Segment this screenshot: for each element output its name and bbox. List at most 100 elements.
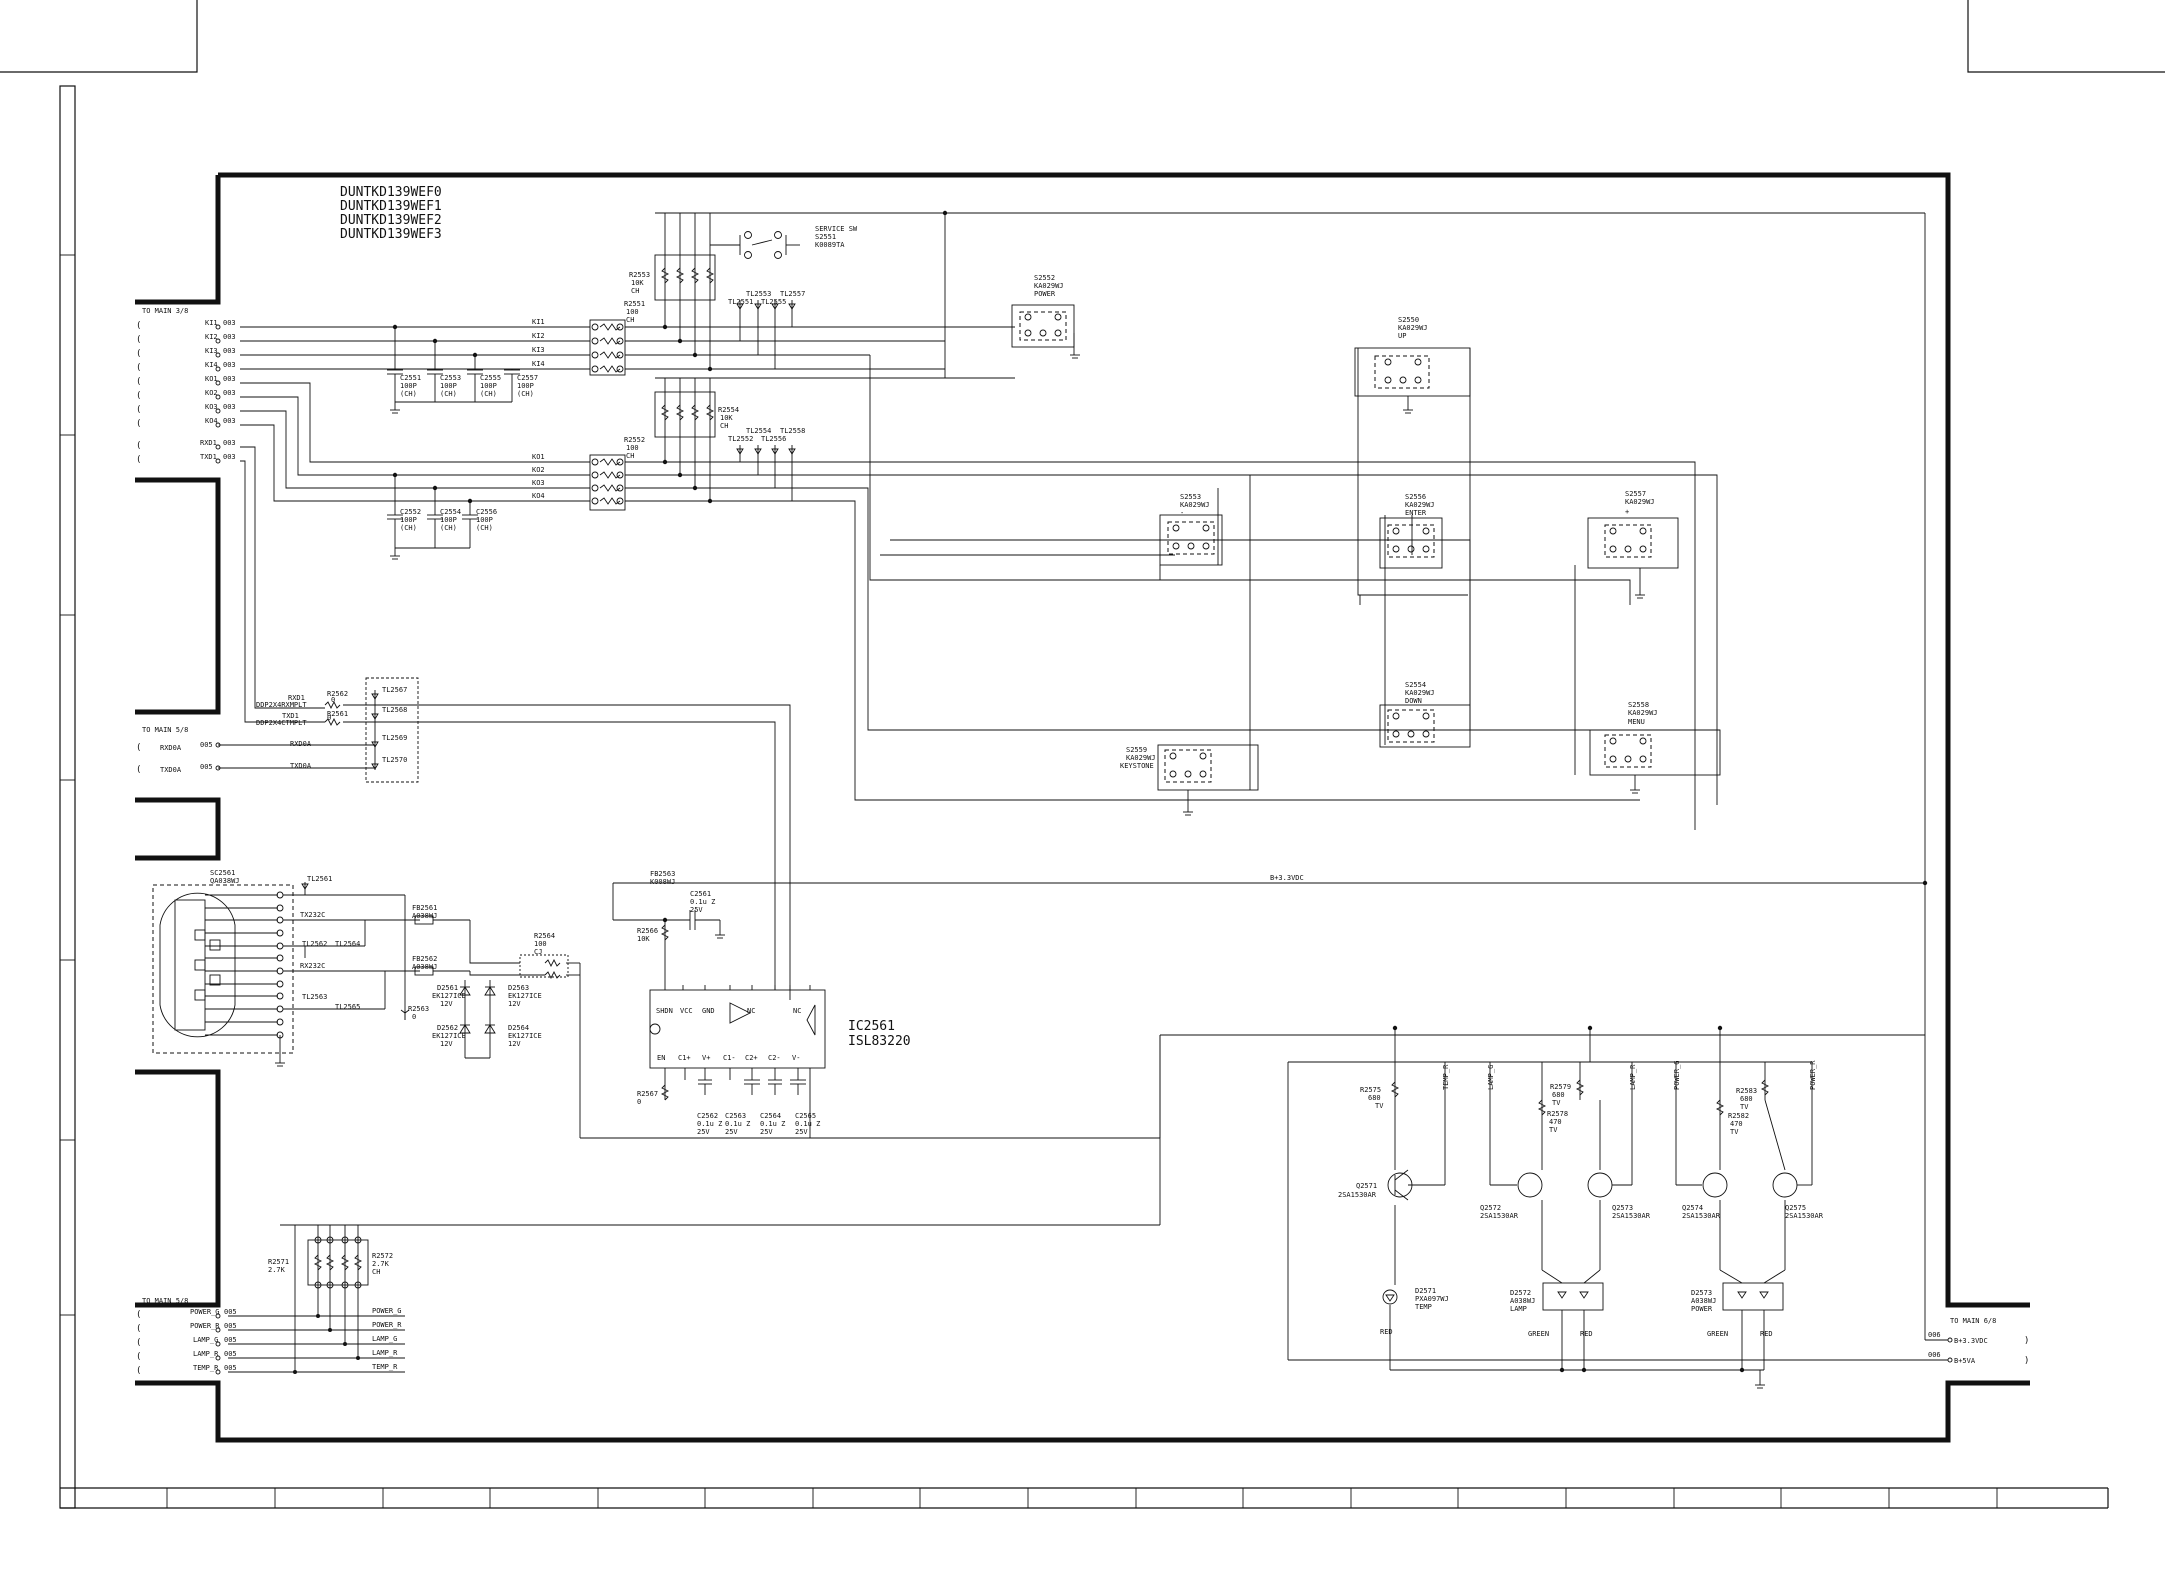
svg-text:(: ( [136,419,141,429]
transistor-part: 2SA1530AR [1785,1212,1824,1220]
net-label: RXD1 [288,694,305,702]
res-tol: TV [1740,1103,1749,1111]
svg-text:(: ( [136,1310,141,1320]
signal-page: 003 [223,439,236,447]
res-value: 10K [720,414,733,422]
led-driver-section: R2575 680 TV R2579 680 TV R2578 470 TV R… [280,1025,1824,1389]
signal-page: 005 [224,1308,237,1316]
net-label: KO4 [532,492,545,500]
res-tol: TV [1549,1126,1558,1134]
led-func: TEMP [1415,1303,1432,1311]
ic-pin-label: EN [657,1054,665,1062]
res-ref: R2575 [1360,1086,1381,1094]
testpoint-label: TL2564 [335,940,360,948]
res-value: 0 [327,714,331,722]
ic-pin-label: C2+ [745,1054,758,1062]
led-part: A038WJ [1510,1297,1535,1305]
led-ref: D2573 [1691,1289,1712,1297]
signal-name: B+5VA [1954,1357,1976,1365]
svg-text:(: ( [136,391,141,401]
cap-ref: C2561 [690,890,711,898]
resistor-pack-r2552: R2554 10K CH R2552 100 CH TL2552 TL2554 … [589,377,1718,830]
title-line-3: DUNTKD139WEF3 [340,227,442,242]
switch-func: DOWN [1405,697,1422,705]
cap-v: 25V [725,1128,738,1136]
testpoint-label: TL2555 [761,298,786,306]
cap-value: 100P [517,382,534,390]
res-value: 470 [1730,1120,1743,1128]
switch-func: + [1625,508,1629,516]
cap-ref: C2553 [440,374,461,382]
svg-text:(: ( [136,1366,141,1376]
svg-text:(: ( [136,1338,141,1348]
switch-part: KA029WJ [1405,689,1435,697]
res-ref: R2571 [268,1258,289,1266]
cap-value: 100P [480,382,497,390]
connector-label: TO MAIN 6/8 [1950,1317,1996,1325]
cap-value: 0.1u Z [760,1120,785,1128]
cap-v: 25V [697,1128,710,1136]
signal-name: LAMP_G [193,1336,218,1344]
transistor-ref: Q2571 [1356,1182,1377,1190]
testpoint-label: TL2568 [382,706,407,714]
led-color: GREEN [1707,1330,1728,1338]
switch-part: KA029WJ [1398,324,1428,332]
led-color: RED [1380,1328,1393,1336]
res-value: 680 [1368,1094,1381,1102]
ic-pin-label: V- [792,1054,800,1062]
net-label: RX232C [300,962,325,970]
switch-part: KA029WJ [1034,282,1064,290]
svg-text:(: ( [136,1324,141,1334]
res-value: 680 [1740,1095,1753,1103]
signal-name: B+3.3VDC [1954,1337,1988,1345]
cap-tol: (CH) [400,524,417,532]
switch-func: POWER [1034,290,1056,298]
transistor-ref: Q2572 [1480,1204,1501,1212]
res-tol: CH [626,316,634,324]
switch-part: KA029WJ [1180,501,1210,509]
transistor-part: 2SA1530AR [1682,1212,1721,1220]
ic-pin-label: VCC [680,1007,693,1015]
service-sw-ref: S2551 [815,233,836,241]
net-label: POWER_G [372,1307,402,1315]
esd-section: FB2561 A038WJ FB2562 A038WJ R2563 0 R256… [400,904,580,1059]
diode-part: EK127ICE [508,1032,542,1040]
res-tol: CH [372,1268,380,1276]
fb-part: A038WJ [412,963,437,971]
switch-ref: S2552 [1034,274,1055,282]
res-tol: TV [1552,1099,1561,1107]
led-func: LAMP [1510,1305,1527,1313]
signal-page: 005 [200,763,213,771]
signal-page: 003 [223,389,236,397]
cap-ref: C2563 [725,1112,746,1120]
svg-text:): ) [2024,1336,2029,1346]
res-ref: R2579 [1550,1083,1571,1091]
diode-ref: D2563 [508,984,529,992]
svg-text:(: ( [136,363,141,373]
res-ref: R2583 [1736,1087,1757,1095]
testpoint-label: TL2562 [302,940,327,948]
ko-section: KO1 KO2 KO3 KO4 C2552 100P (CH) C2554 10… [387,453,545,560]
signal-page: 003 [223,375,236,383]
res-value: 470 [1549,1118,1562,1126]
svg-text:(: ( [136,455,141,465]
net-label: POWER_R [1809,1060,1817,1090]
rail-label: B+3.3VDC [1270,874,1304,882]
model-title: DUNTKD139WEF0 DUNTKD139WEF1 DUNTKD139WEF… [340,185,442,242]
title-line-0: DUNTKD139WEF0 [340,185,442,200]
cap-tol: (CH) [440,524,457,532]
net-label: TXD0A [290,762,312,770]
signal-page: 003 [223,333,236,341]
res-ref: R2552 [624,436,645,444]
cap-v: 25V [690,906,703,914]
res-ref: R2562 [327,690,348,698]
transistor-part: 2SA1530AR [1338,1191,1377,1199]
signal-name: RXD0A [160,744,182,752]
signal-name: KI2 [205,333,218,341]
cap-ref: C2557 [517,374,538,382]
net-label: LAMP_R [1629,1064,1637,1090]
